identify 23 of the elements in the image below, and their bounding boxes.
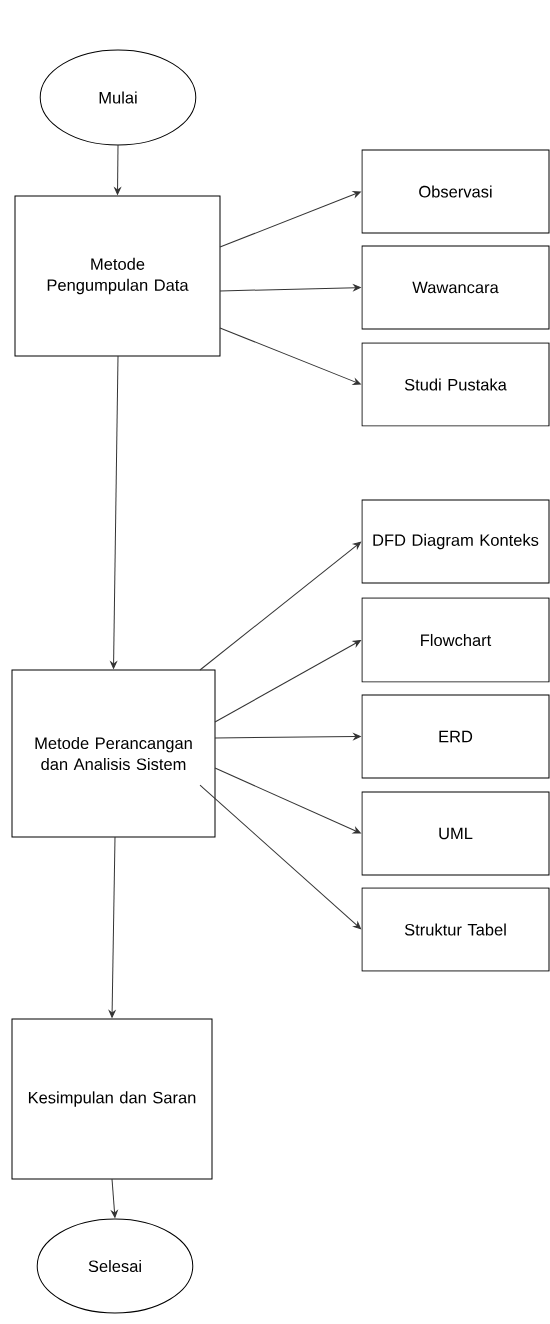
arrow (114, 144, 121, 195)
process-box: Studi Pustaka (361, 342, 550, 427)
arrow (111, 1178, 118, 1218)
arrow (199, 784, 362, 930)
process-box: UML (361, 791, 550, 876)
process-box: Metode Pengumpulan Data (14, 195, 221, 357)
arrow (108, 836, 116, 1018)
arrow (214, 767, 361, 834)
arrow (214, 640, 361, 723)
process-box: Flowchart (361, 597, 550, 683)
process-box: Kesimpulan dan Saran (11, 1018, 213, 1180)
process-box: ERD (361, 694, 550, 779)
process-box: Observasi (361, 149, 550, 234)
arrow (199, 541, 362, 671)
arrow (219, 327, 361, 385)
process-box: DFD Diagram Konteks (361, 499, 550, 584)
arrow (219, 284, 361, 292)
process-box: Metode Perancangan dan Analisis Sistem (11, 669, 216, 838)
arrow (214, 733, 361, 740)
arrow (110, 355, 119, 669)
arrow (219, 191, 361, 248)
process-box: Wawancara (361, 245, 550, 330)
process-box: Struktur Tabel (361, 887, 550, 972)
